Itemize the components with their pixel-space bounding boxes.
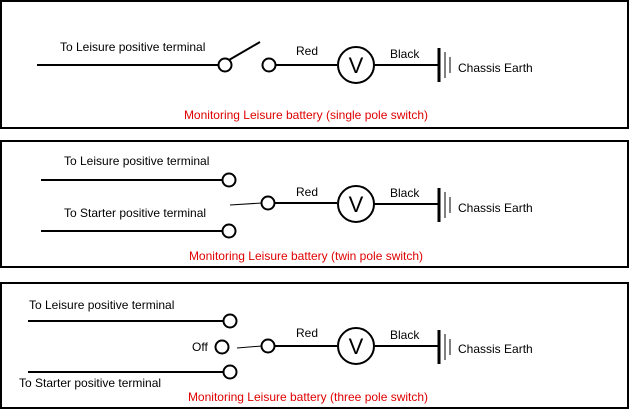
- switch-lever: [236, 345, 263, 349]
- earth-label: Chassis Earth: [458, 61, 533, 75]
- voltmeter-symbol: V: [349, 192, 364, 217]
- red-wire-label: Red: [296, 326, 318, 340]
- switch-terminal: [217, 57, 233, 73]
- starter-terminal: [222, 364, 238, 380]
- voltmeter-symbol: V: [349, 334, 364, 359]
- black-wire-label: Black: [390, 186, 420, 200]
- input-label-leisure: To Leisure positive terminal: [60, 40, 205, 54]
- input-label-starter: To Starter positive terminal: [64, 206, 206, 220]
- switch-common-terminal: [261, 57, 277, 73]
- panel-caption: Monitoring Leisure battery (twin pole sw…: [189, 249, 423, 263]
- chassis-earth-symbol: [437, 188, 451, 222]
- black-wire-label: Black: [390, 47, 420, 61]
- chassis-earth-symbol: [437, 330, 451, 364]
- panel-caption: Monitoring Leisure battery (single pole …: [184, 108, 428, 122]
- leisure-terminal: [221, 172, 237, 188]
- off-label: Off: [192, 340, 208, 354]
- off-terminal: [214, 339, 230, 355]
- panel-single-pole: To Leisure positive terminal Red V Black…: [0, 0, 629, 129]
- input-label-leisure: To Leisure positive terminal: [64, 154, 209, 168]
- leisure-terminal: [222, 313, 238, 329]
- panel-caption: Monitoring Leisure battery (three pole s…: [188, 390, 428, 404]
- input-label-starter: To Starter positive terminal: [19, 376, 161, 390]
- earth-label: Chassis Earth: [458, 342, 533, 356]
- panel-twin-pole: To Leisure positive terminal To Starter …: [0, 140, 629, 268]
- red-wire-label: Red: [296, 44, 318, 58]
- red-wire-label: Red: [296, 185, 318, 199]
- chassis-earth-symbol: [437, 48, 451, 82]
- earth-label: Chassis Earth: [458, 201, 533, 215]
- switch-lever: [229, 202, 263, 206]
- switch-common-terminal: [260, 195, 276, 211]
- input-label-leisure: To Leisure positive terminal: [29, 298, 174, 312]
- switch-lever: [228, 41, 261, 61]
- panel-three-pole: To Leisure positive terminal Off Red V B…: [0, 282, 629, 409]
- switch-common-terminal: [260, 338, 276, 354]
- black-wire-label: Black: [390, 328, 420, 342]
- voltmeter-symbol: V: [349, 53, 364, 78]
- starter-terminal: [221, 223, 237, 239]
